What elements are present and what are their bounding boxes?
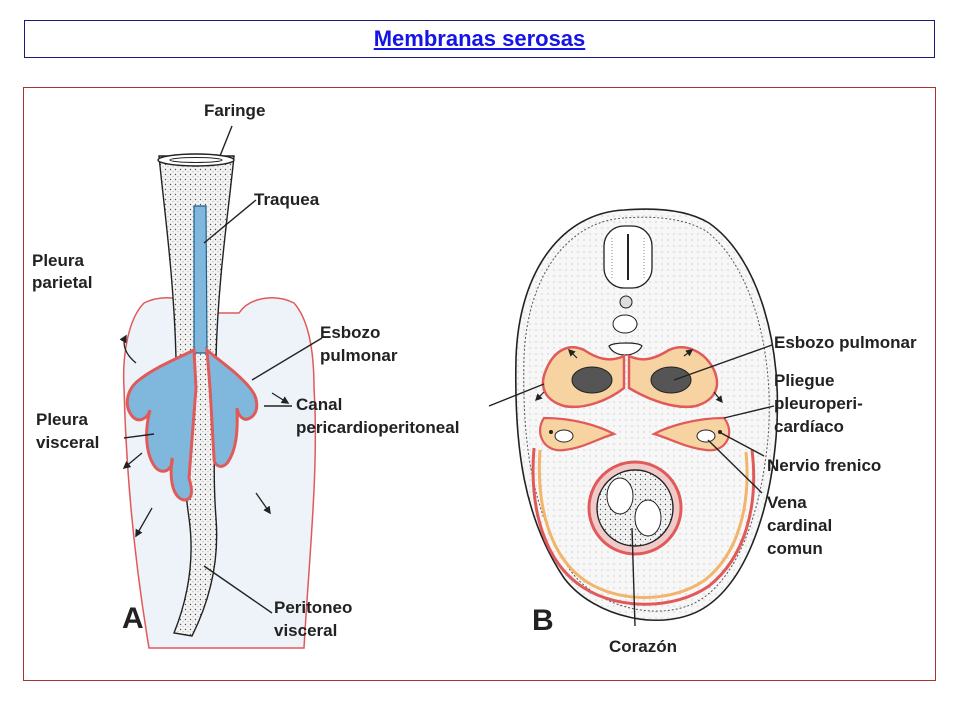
- lung-bud-b-right: [650, 366, 692, 394]
- label-canal-1: Canal: [296, 395, 342, 414]
- pleural-cavity-outline: [122, 297, 317, 649]
- pericardial-cavity-outline: [531, 447, 756, 606]
- trachea: [193, 205, 208, 354]
- heart: [596, 469, 674, 547]
- panel-a: Faringe Traquea Pleura parietal Esbozo p…: [32, 101, 459, 649]
- leader-traquea: [203, 199, 257, 244]
- cardinal-vein-right: [696, 429, 716, 443]
- lung-bud-right: [205, 346, 259, 468]
- leader-peritoneo: [203, 565, 273, 614]
- leader-b-corazon: [631, 527, 636, 627]
- label-b-vena-3: comun: [767, 539, 823, 558]
- label-b-pliegue-3: cardíaco: [774, 417, 844, 436]
- label-canal-2: pericardioperitoneal: [296, 418, 459, 437]
- label-pleura-visceral-2: visceral: [36, 433, 99, 452]
- esophagus: [608, 342, 643, 356]
- leader-canal-b: [488, 383, 545, 407]
- aorta: [612, 314, 638, 334]
- arrow-b1: [567, 348, 578, 359]
- panel-b: Esbozo pulmonar Pliegue pleuroperi- card…: [488, 208, 917, 656]
- arrow-a4: [255, 492, 271, 515]
- page-title: Membranas serosas: [373, 26, 586, 51]
- leader-b-nervio: [720, 432, 765, 457]
- leader-faringe: [219, 125, 233, 157]
- arrow-a1: [119, 334, 137, 364]
- label-b-vena-2: cardinal: [767, 516, 832, 535]
- label-b-corazon: Corazón: [609, 637, 677, 656]
- leader-b-pliegue: [723, 405, 775, 419]
- cardinal-vein-left: [554, 429, 574, 443]
- serous-membranes-diagram: Faringe Traquea Pleura parietal Esbozo p…: [32, 101, 917, 656]
- heart-chamber-right: [634, 499, 662, 537]
- embryo-cross-section: [514, 208, 779, 621]
- lung-bud-left: [125, 347, 198, 502]
- leader-esbozo: [251, 337, 323, 381]
- label-b-vena-1: Vena: [767, 493, 807, 512]
- arrow-a5: [271, 392, 290, 404]
- label-pleura-parietal-1: Pleura: [32, 251, 85, 270]
- arrow-b2: [683, 349, 694, 357]
- arrow-b3: [534, 391, 545, 402]
- label-faringe: Faringe: [204, 101, 265, 120]
- heart-chamber-left: [606, 477, 634, 515]
- label-b-esbozo: Esbozo pulmonar: [774, 333, 917, 352]
- label-peritoneo-1: Peritoneo: [274, 598, 352, 617]
- title-box: Membranas serosas: [24, 20, 935, 58]
- panel-b-letter: B: [532, 604, 554, 637]
- label-esbozo-1: Esbozo: [320, 323, 380, 342]
- label-esbozo-2: pulmonar: [320, 346, 398, 365]
- arrow-a2: [122, 452, 143, 469]
- phrenic-nerve-left: [549, 430, 553, 434]
- label-pleura-parietal-2: parietal: [32, 273, 92, 292]
- panel-a-letter: A: [122, 602, 144, 635]
- lung-bud-b-left: [571, 366, 613, 394]
- pharynx-opening: [157, 153, 235, 167]
- arrow-a3: [135, 507, 153, 538]
- label-b-nervio: Nervio frenico: [767, 456, 881, 475]
- label-b-pliegue-1: Pliegue: [774, 371, 834, 390]
- leader-pleura-visceral: [123, 433, 155, 439]
- label-peritoneo-2: visceral: [274, 621, 337, 640]
- label-pleura-visceral-1: Pleura: [36, 410, 89, 429]
- leader-b-esbozo: [673, 344, 773, 381]
- label-b-pliegue-2: pleuroperi-: [774, 394, 863, 413]
- leader-b-vena: [707, 439, 763, 494]
- arrow-b4: [713, 391, 723, 404]
- figure-frame: Faringe Traquea Pleura parietal Esbozo p…: [23, 87, 936, 681]
- notochord: [619, 295, 633, 309]
- label-traquea: Traquea: [254, 190, 320, 209]
- lower-fold-left: [538, 416, 617, 452]
